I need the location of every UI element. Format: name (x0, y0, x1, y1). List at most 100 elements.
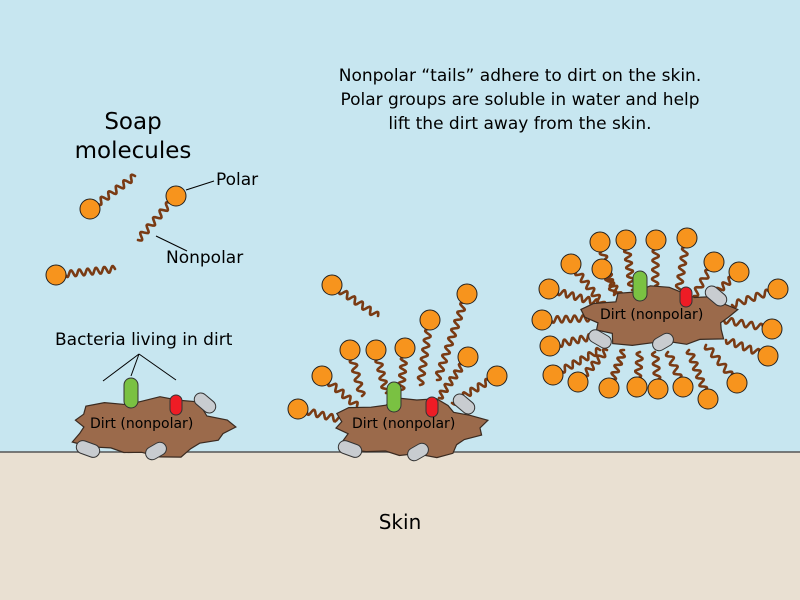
bacteria-red (425, 396, 439, 418)
polar-head (538, 278, 560, 300)
soap-tail (692, 268, 711, 298)
polar-pointer-line (185, 180, 215, 191)
polar-head (165, 185, 187, 207)
bacteria-gray (452, 393, 476, 415)
soap-tail (348, 357, 366, 398)
polar-head (45, 264, 67, 286)
polar-head (394, 337, 416, 359)
soap-tail (556, 288, 600, 306)
soap-tail (437, 362, 465, 400)
soap-tail (337, 288, 380, 318)
polar-head (456, 283, 478, 305)
soap-tail (549, 313, 596, 324)
dirt-label-3: Dirt (nonpolar) (600, 307, 704, 323)
polar-head (311, 365, 333, 387)
soap-tail (722, 317, 765, 331)
bacteria-gray (704, 285, 728, 307)
soap-tail (622, 247, 637, 292)
bacteria-green (386, 381, 402, 413)
soap-tail (634, 350, 644, 380)
polar-head (531, 309, 553, 331)
polar-head (761, 318, 783, 340)
dirt-label-2: Dirt (nonpolar) (352, 416, 456, 432)
polar-head (757, 345, 779, 367)
polar-head (615, 229, 637, 251)
polar-head (567, 371, 589, 393)
bacteria-pointer-mid (130, 353, 140, 377)
skin-label: Skin (378, 510, 422, 534)
soap-tail (664, 350, 683, 380)
soap-title: Soap molecules (58, 108, 208, 166)
polar-head (589, 231, 611, 253)
bacteria-red (169, 394, 183, 416)
caption-line-3: lift the dirt away from the skin. (388, 114, 652, 134)
bacteria-gray (145, 441, 167, 461)
nonpolar-pointer-line (155, 235, 188, 252)
polar-head (672, 376, 694, 398)
polar-label: Polar (216, 170, 259, 190)
polar-head (697, 388, 719, 410)
polar-head (365, 339, 387, 361)
soap-tail (724, 338, 761, 355)
polar-head (560, 253, 582, 275)
polar-head (287, 398, 309, 420)
soap-tail (650, 350, 662, 382)
soap-tail (305, 408, 344, 423)
soap-tail (604, 275, 623, 298)
bacteria-green (123, 377, 139, 409)
soap-tail (685, 348, 709, 392)
polar-head (703, 251, 725, 273)
bacteria-pointer-green (102, 353, 140, 382)
soap-tail (674, 245, 689, 295)
soap-tail (136, 201, 172, 242)
polar-head (626, 376, 648, 398)
polar-head (486, 365, 508, 387)
polar-head (598, 377, 620, 399)
caption: Nonpolar “tails” adhere to dirt on the s… (290, 64, 750, 136)
soap-tail (703, 343, 734, 378)
polar-head (457, 346, 479, 368)
soap-tail (416, 327, 432, 387)
soap-tail (582, 347, 609, 378)
bacteria-gray (193, 392, 217, 414)
polar-head (419, 309, 441, 331)
bacteria-gray (407, 442, 429, 462)
soap-tail (610, 348, 627, 381)
polar-head (539, 335, 561, 357)
bacteria-green (632, 270, 648, 302)
soap-tail (730, 288, 771, 309)
polar-head (728, 261, 750, 283)
caption-line-2: Polar groups are soluble in water and he… (340, 90, 700, 110)
soap-tail (374, 357, 390, 395)
soap-tail (559, 346, 602, 374)
dirt-particle (335, 397, 490, 459)
polar-head (542, 364, 564, 386)
polar-head (726, 372, 748, 394)
bacteria-label: Bacteria living in dirt (55, 330, 233, 350)
skin-layer (0, 452, 800, 600)
soap-tail (63, 264, 117, 279)
polar-head (339, 339, 361, 361)
polar-head (79, 198, 101, 220)
bacteria-pointer-red (138, 353, 177, 381)
polar-head (591, 258, 613, 280)
bacteria-gray (75, 440, 101, 458)
polar-head (767, 278, 789, 300)
polar-head (321, 274, 343, 296)
soap-title-line1: Soap (104, 109, 162, 135)
soap-title-line2: molecules (74, 138, 192, 164)
polar-head (645, 229, 667, 251)
dirt-label-1: Dirt (nonpolar) (90, 416, 194, 432)
dirt-particle (71, 396, 237, 458)
caption-line-1: Nonpolar “tails” adhere to dirt on the s… (338, 66, 702, 86)
soap-tail (96, 173, 137, 207)
polar-head (647, 378, 669, 400)
bacteria-gray (337, 440, 363, 458)
polar-head (676, 227, 698, 249)
soap-tail (434, 301, 467, 382)
soap-tail (650, 247, 660, 288)
bacteria-gray (652, 332, 674, 352)
dirt-layer (71, 270, 739, 462)
nonpolar-label: Nonpolar (166, 248, 244, 268)
